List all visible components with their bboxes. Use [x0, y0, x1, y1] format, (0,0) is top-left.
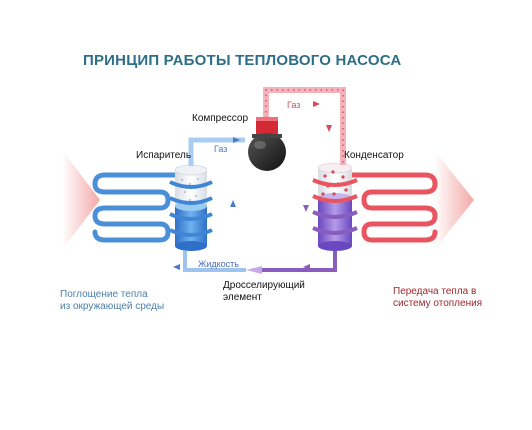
page-title: ПРИНЦИП РАБОТЫ ТЕПЛОВОГО НАСОСА	[83, 52, 402, 69]
throttle-valve	[246, 266, 262, 274]
heat-in-arrow	[62, 150, 100, 250]
arrow-gas-right	[233, 137, 240, 143]
heat-transfer-line1: Передача тепла в	[393, 286, 477, 297]
arrow-condenser-down	[326, 125, 332, 132]
gas-pipe-evap-to-compressor	[188, 137, 245, 166]
liquid-label: Жидкость	[198, 259, 239, 269]
liquid-pipe-throttle-to-evap	[183, 251, 246, 272]
throttle-label-line1: Дросселирующий	[223, 280, 305, 291]
condenser-tank	[312, 162, 358, 251]
gas-top-label: Газ	[287, 100, 301, 110]
heat-absorb-line1: Поглощение тепла	[60, 289, 148, 300]
throttle-label-line2: элемент	[223, 292, 262, 303]
evaporator-tank	[169, 164, 213, 251]
arrow-top-right	[313, 101, 320, 107]
condenser-coil	[347, 172, 438, 243]
compressor-label: Компрессор	[192, 113, 249, 124]
condenser-label: Конденсатор	[344, 150, 404, 161]
heat-absorb-label: Поглощение тепла из окружающей среды	[60, 289, 164, 313]
arrow-bottom-left	[303, 264, 310, 270]
heat-transfer-label: Передача тепла в систему отопления	[393, 286, 482, 310]
gas-left-label: Газ	[214, 144, 228, 154]
liquid-pipe-condenser-to-throttle	[262, 251, 337, 272]
compressor	[248, 117, 286, 171]
heat-transfer-line2: систему отопления	[393, 298, 483, 309]
evaporator-label: Испаритель	[136, 150, 192, 161]
evaporator-coil	[92, 172, 188, 243]
heat-absorb-line2: из окружающей среды	[60, 301, 165, 312]
arrow-liquid-left	[173, 264, 180, 270]
arrow-evap-up	[230, 200, 236, 207]
flow-arrows	[173, 101, 332, 270]
throttle-label: Дросселирующий элемент	[223, 280, 305, 304]
arrow-right-down	[303, 205, 309, 212]
heat-out-arrow	[434, 150, 474, 250]
